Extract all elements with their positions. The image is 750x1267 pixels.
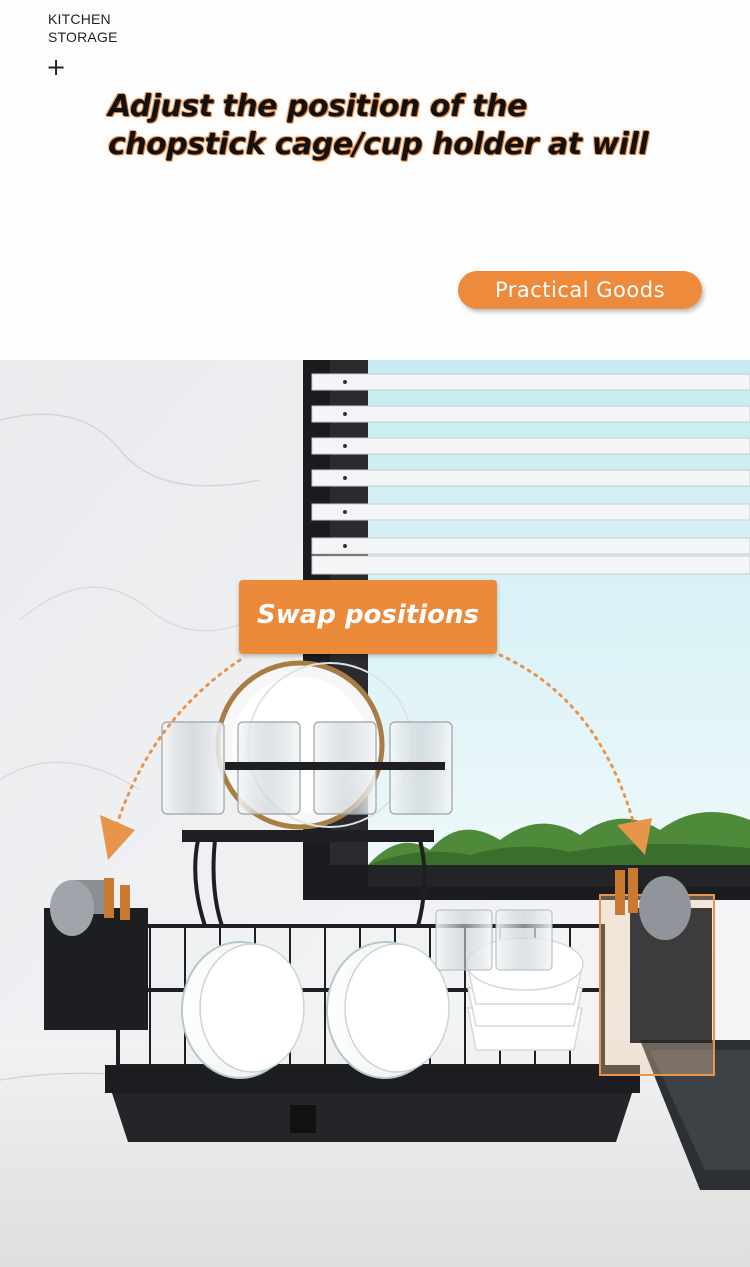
headline: Adjust the position of the chopstick cag… [108,88,728,164]
plus-icon: + [46,53,67,81]
practical-goods-badge: Practical Goods [458,271,702,309]
headline-line-1: Adjust the position of the [108,89,527,124]
product-photo [0,360,750,1267]
brand-label: KITCHEN STORAGE [48,11,118,45]
header-section: KITCHEN STORAGE + Adjust the position of… [0,0,750,360]
headline-line-2: chopstick cage/cup holder at will [108,127,649,162]
kitchen-scene-illustration [0,360,750,1267]
swap-positions-callout: Swap positions [239,580,497,654]
